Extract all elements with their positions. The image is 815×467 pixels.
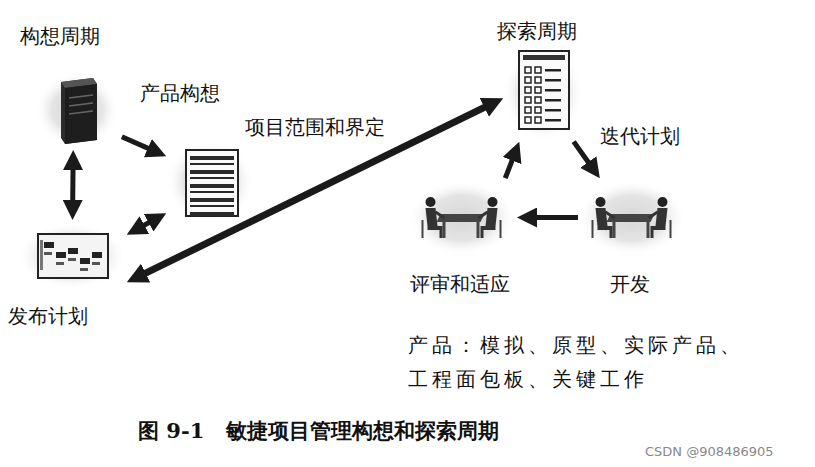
flow-arrow: [122, 137, 154, 151]
node-icon: [35, 68, 120, 148]
icon-node: 开发: [580, 180, 685, 255]
figure-caption: 图 9-1 敏捷项目管理构想和探索周期: [138, 420, 499, 442]
node-icon: [168, 140, 253, 225]
node-icon: [505, 45, 580, 140]
icon-node: 迭代计划: [505, 45, 580, 140]
icon-node: 评审和适应: [410, 180, 515, 255]
product-note: 产品：模拟、原型、实际产品、工程面包板、关键工作: [408, 328, 758, 396]
node-icon: [20, 222, 125, 290]
node-icon: [580, 180, 685, 255]
node-label: 项目范围和界定: [245, 116, 385, 138]
node-label: 产品构想: [140, 82, 220, 104]
icon-node: 产品构想: [35, 68, 120, 148]
node-label: 开发: [610, 273, 650, 295]
icon-node: 项目范围和界定: [168, 140, 253, 225]
icon-node: 发布计划: [20, 222, 125, 290]
cycle-heading: 构想周期: [20, 25, 100, 47]
node-label: 评审和适应: [410, 273, 510, 295]
flow-arrow: [139, 220, 154, 228]
flow-arrow: [505, 155, 514, 178]
watermark: CSDN @908486905: [645, 441, 774, 463]
node-label: 迭代计划: [600, 125, 680, 147]
flow-arrow: [574, 142, 592, 167]
cycle-heading: 探索周期: [497, 20, 577, 42]
node-label: 发布计划: [8, 305, 88, 327]
flow-arrow: [531, 215, 578, 220]
flow-arrow: [70, 164, 75, 206]
node-icon: [410, 180, 515, 255]
